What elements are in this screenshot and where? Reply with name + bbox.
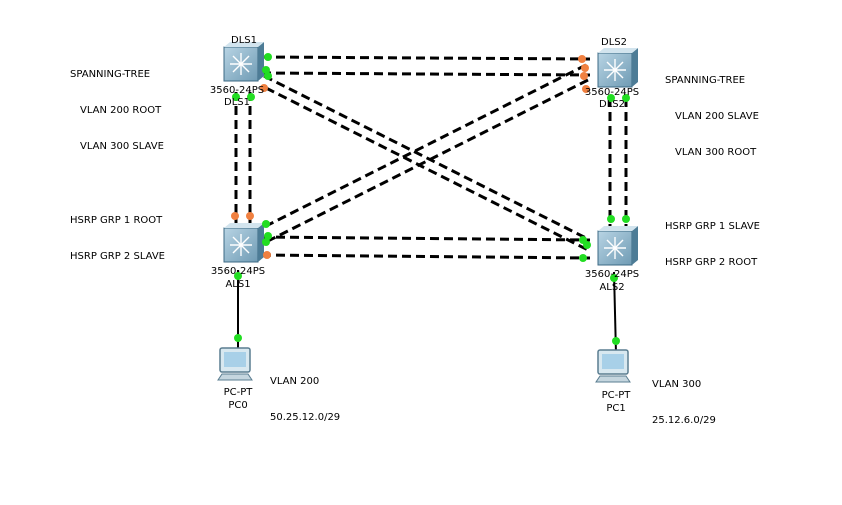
dls1-notes: SPANNING-TREE VLAN 200 ROOT VLAN 300 SLA…: [70, 45, 165, 275]
switch-als2[interactable]: [597, 226, 638, 266]
pc1-note-vlan: VLAN 300: [652, 379, 702, 390]
switch-arrows-icon: [604, 59, 626, 81]
port-up-light: [612, 337, 620, 345]
als2-name-label: ALS2: [599, 282, 624, 293]
dls2-note-heading: SPANNING-TREE: [665, 75, 746, 86]
dls1-note-hsrp2: HSRP GRP 2 SLAVE: [70, 251, 165, 262]
pc0-note-vlan: VLAN 200: [270, 376, 320, 387]
dls2-model-label: 3560-24PS: [585, 87, 639, 98]
dls2-note-spacer: [665, 183, 760, 197]
switch-side: [258, 223, 264, 262]
dls1-name-label: DLS1: [231, 35, 257, 46]
pc0-note-subnet: 50.25.12.0/29: [270, 412, 341, 423]
port-up-light: [264, 72, 272, 80]
pc0-model-label: PC-PT: [224, 387, 254, 398]
port-up-light: [262, 220, 270, 228]
dls1-note-spacer: [70, 177, 165, 191]
dls2-note-vlan200: VLAN 200 SLAVE: [675, 111, 759, 122]
dls1-name-label-lower: DLS1: [224, 97, 250, 108]
dls2-note-hsrp2: HSRP GRP 2 ROOT: [665, 257, 758, 268]
switch-dls1[interactable]: [223, 42, 264, 82]
dls2-name-label: DLS2: [601, 37, 627, 48]
dls1-model-label: 3560-24PS: [210, 85, 264, 96]
dls2-name-label-lower: DLS2: [599, 99, 625, 110]
dls1-note-vlan300: VLAN 300 SLAVE: [80, 141, 164, 152]
cable-als1-als2-b: [261, 253, 591, 260]
dls1-note-heading: SPANNING-TREE: [70, 69, 151, 80]
port-up-light: [234, 272, 242, 280]
cable-dls1-als2-a: [263, 74, 587, 240]
port-blocked-light: [246, 212, 254, 220]
port-up-light: [247, 93, 255, 101]
pc0-name-label: PC0: [228, 400, 247, 411]
switch-arrows-icon: [604, 237, 626, 259]
cable-dls1-als2-b: [265, 86, 589, 252]
port-blocked-light: [582, 85, 590, 93]
port-up-light: [583, 241, 591, 249]
port-blocked-light: [580, 72, 588, 80]
port-blocked-light: [578, 55, 586, 63]
cable-dls1-dls2-b: [261, 71, 591, 77]
port-up-light: [610, 274, 618, 282]
pc-pc1[interactable]: [595, 349, 631, 383]
port-up-light: [622, 215, 630, 223]
als1-name-label: ALS1: [225, 279, 250, 290]
switch-als1[interactable]: [223, 223, 264, 263]
port-blocked-light: [260, 84, 268, 92]
als2-model-label: 3560-24PS: [585, 269, 639, 280]
switch-side: [258, 42, 264, 81]
port-blocked-light: [581, 64, 589, 72]
cable-dls2-als1-b: [263, 78, 589, 245]
switch-top: [598, 48, 638, 53]
port-up-light: [232, 93, 240, 101]
port-blocked-light: [263, 251, 271, 259]
dls2-notes: SPANNING-TREE VLAN 200 SLAVE VLAN 300 RO…: [665, 51, 760, 281]
dls2-note-hsrp1: HSRP GRP 1 SLAVE: [665, 221, 760, 232]
pc1-notes: VLAN 300 25.12.6.0/29: [652, 355, 716, 439]
switch-side: [632, 226, 638, 265]
port-up-light: [579, 254, 587, 262]
keyboard-icon: [217, 373, 253, 381]
port-up-light: [607, 215, 615, 223]
switch-top: [598, 226, 638, 231]
keyboard-icon: [595, 375, 631, 383]
dls2-note-vlan300: VLAN 300 ROOT: [675, 147, 757, 158]
port-up-light: [622, 94, 630, 102]
port-up-light: [607, 94, 615, 102]
switch-dls2[interactable]: [597, 48, 638, 88]
switch-top: [224, 42, 264, 47]
cable-als1-als2-a: [261, 235, 591, 242]
switch-side: [632, 48, 638, 87]
port-blocked-light: [231, 212, 239, 220]
pc-pc0[interactable]: [217, 347, 253, 381]
dls1-note-hsrp1: HSRP GRP 1 ROOT: [70, 215, 163, 226]
switch-arrows-icon: [230, 234, 252, 256]
pc1-model-label: PC-PT: [602, 390, 632, 401]
pc1-note-subnet: 25.12.6.0/29: [652, 415, 716, 426]
pc0-notes: VLAN 200 50.25.12.0/29: [270, 352, 340, 436]
port-up-light: [234, 334, 242, 342]
dls1-note-vlan200: VLAN 200 ROOT: [80, 105, 162, 116]
cable-dls1-dls2-a: [261, 55, 591, 61]
switch-arrows-icon: [230, 53, 252, 75]
als1-model-label: 3560-24PS: [211, 266, 265, 277]
cable-dls2-als1-a: [261, 63, 587, 230]
pc1-name-label: PC1: [606, 403, 625, 414]
port-up-light: [264, 53, 272, 61]
port-up-light: [262, 238, 270, 246]
switch-top: [224, 223, 264, 228]
